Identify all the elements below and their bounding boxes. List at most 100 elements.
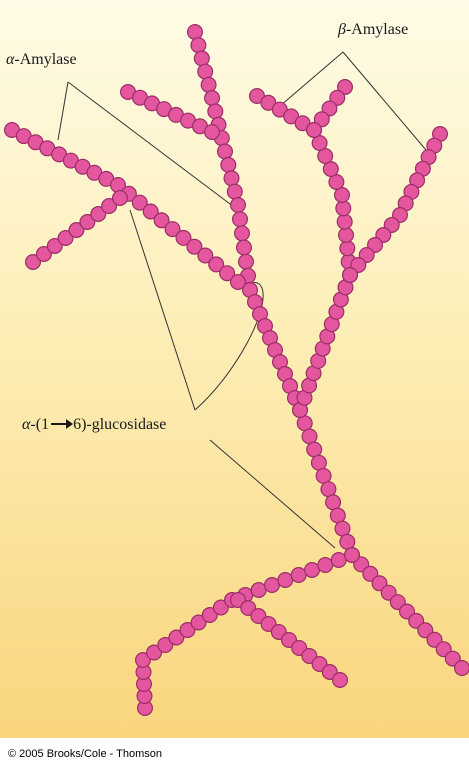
glucose-bead [336,213,353,230]
glucose-bead [220,156,237,173]
glucosidase-open-text: -(1 [30,416,50,433]
glucose-bead [330,551,347,568]
glucose-bead [250,581,267,598]
alpha-amylase-label: α-Amylase [6,52,77,68]
glucose-bead [25,254,42,271]
copyright-notice: © 2005 Brooks/Cole - Thomson [8,748,163,760]
glucose-bead [204,89,221,106]
beta-amylase-text: -Amylase [345,21,409,38]
glucosidase-close-text: 6)-glucosidase [73,416,167,433]
alpha-amylase-pointer-right [67,81,239,211]
glucose-bead [207,103,224,120]
glucose-bead [306,121,323,138]
glucose-bead [212,599,229,616]
bottom-inner-branch-chain [230,591,349,688]
glucose-bead [236,239,253,256]
beta-amylase-pointer-left [279,51,344,107]
glucose-bead [90,206,107,223]
glucose-bead [339,533,356,550]
upper-mid-branch-chain [119,83,221,140]
right-right-arm-chain [306,78,354,138]
glucose-bead [190,614,207,631]
glucose-bead [46,238,63,255]
glucose-bead [135,651,152,668]
glucose-bead [329,89,346,106]
glucose-bead [226,183,243,200]
left-lower-branch-chain [25,190,128,271]
glucose-bead [197,63,214,80]
glucose-bead [164,221,181,238]
glucose-bead [313,111,330,128]
glucose-bead [208,256,225,273]
glucose-bead [142,203,159,220]
glucose-bead [238,253,255,270]
glucose-bead [334,520,351,537]
glucose-bead [339,240,356,257]
glucose-bead [335,200,352,217]
beta-amylase-label: β-Amylase [338,22,408,38]
glucose-bead [131,194,148,211]
glucose-bead [179,621,196,638]
glucose-bead [186,238,203,255]
glucose-bead [234,225,251,242]
glucose-bead [454,660,469,676]
glucose-chain-diagram [3,24,469,716]
right-stem-chain [292,267,359,419]
glucose-bead [146,644,163,661]
glucose-bead [321,100,338,117]
label-pointer-lines [57,51,427,549]
glucose-bead [157,636,174,653]
glucose-beads [3,24,469,716]
glucosidase-pointer-lower [209,439,336,549]
glucose-bead [317,556,334,573]
glucose-bead [68,222,85,239]
alpha-amylase-pointer-left [57,81,69,141]
glucose-bead [197,247,214,264]
glucose-bead [290,566,307,583]
bottom-left-branch-chain [135,546,361,716]
right-upper-stem-chain [306,121,359,284]
glucose-bead [101,198,118,215]
glucose-bead [200,76,217,93]
glucose-bead [337,78,354,95]
glucosidase-pointer-upper-right [194,282,264,411]
glucose-bead [296,415,313,432]
glucosidase-pointer-upper-left [129,209,196,411]
glucose-bead [187,24,204,41]
left-top-branch-chain [3,121,247,291]
glucose-bead [175,229,192,246]
glucose-bead [310,454,327,471]
glucose-bead [201,606,218,623]
glucose-bead [217,143,234,160]
glucose-bead [338,227,355,244]
glucose-bead [304,561,321,578]
alpha-symbol: α [6,51,15,68]
glucose-bead [35,246,52,263]
glucosidase-label: α-(1 6)-glucosidase [22,417,166,433]
beta-symbol: β [338,21,346,38]
glucose-bead [344,546,361,563]
right-outer-branch-chain [342,125,449,284]
glucose-bead [204,123,221,140]
glucose-bead [342,267,359,284]
main-trunk-chain [187,24,469,676]
glucose-bead [153,212,170,229]
glucose-bead [320,481,337,498]
glucose-bead [111,190,128,207]
glucose-bead [57,230,74,247]
beta-amylase-pointer-right [342,51,427,151]
glucose-bead [168,629,185,646]
glucose-bead [219,265,236,282]
alpha-amylase-text: -Amylase [14,51,77,68]
glucosidase-alpha-symbol: α [22,416,31,433]
right-arrow-icon [51,418,74,429]
glucose-bead [315,467,332,484]
glucose-bead [223,170,240,187]
glucose-bead [79,214,96,231]
glucose-bead [277,571,294,588]
glucose-bead [232,211,249,228]
glucose-bead [332,671,349,688]
glucose-bead [306,441,323,458]
glucose-bead [230,274,247,291]
